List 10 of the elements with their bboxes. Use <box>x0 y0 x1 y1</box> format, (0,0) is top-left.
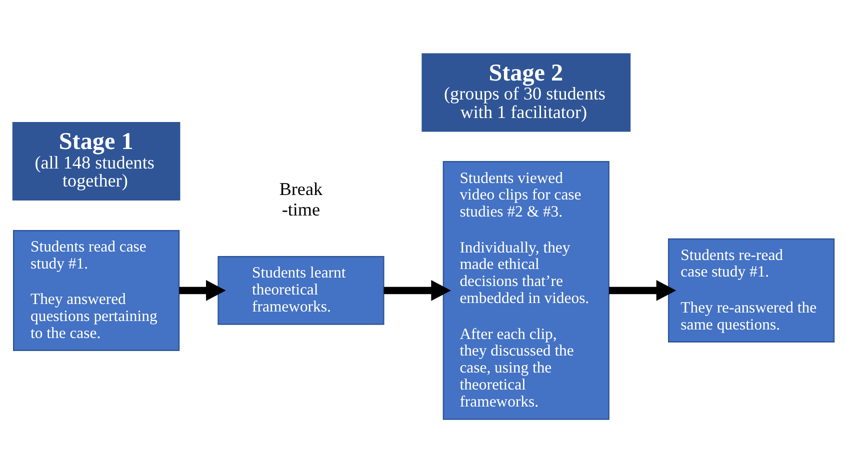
node-box: Students learnt theoretical frameworks. <box>218 256 384 325</box>
node-box: Stage 1 (all 148 students together) <box>12 122 180 201</box>
node-box: Students viewed video clips for case studies #2 & #3. Individually, they made ethical decisions that’re embedded in videos. After each clip, they discussed the case, using the theoretical frameworks. <box>442 161 610 420</box>
node-box: Students re-read case study #1. They re-answered the same questions. <box>668 238 835 342</box>
arrow <box>384 280 452 301</box>
arrow <box>609 280 676 301</box>
arrow <box>179 280 226 301</box>
label: Break -time <box>279 179 323 220</box>
node-box: Students read case study #1. They answered questions pertaining to the case. <box>13 230 180 351</box>
node-box: Stage 2 (groups of 30 students with 1 facilitator) <box>422 53 631 132</box>
